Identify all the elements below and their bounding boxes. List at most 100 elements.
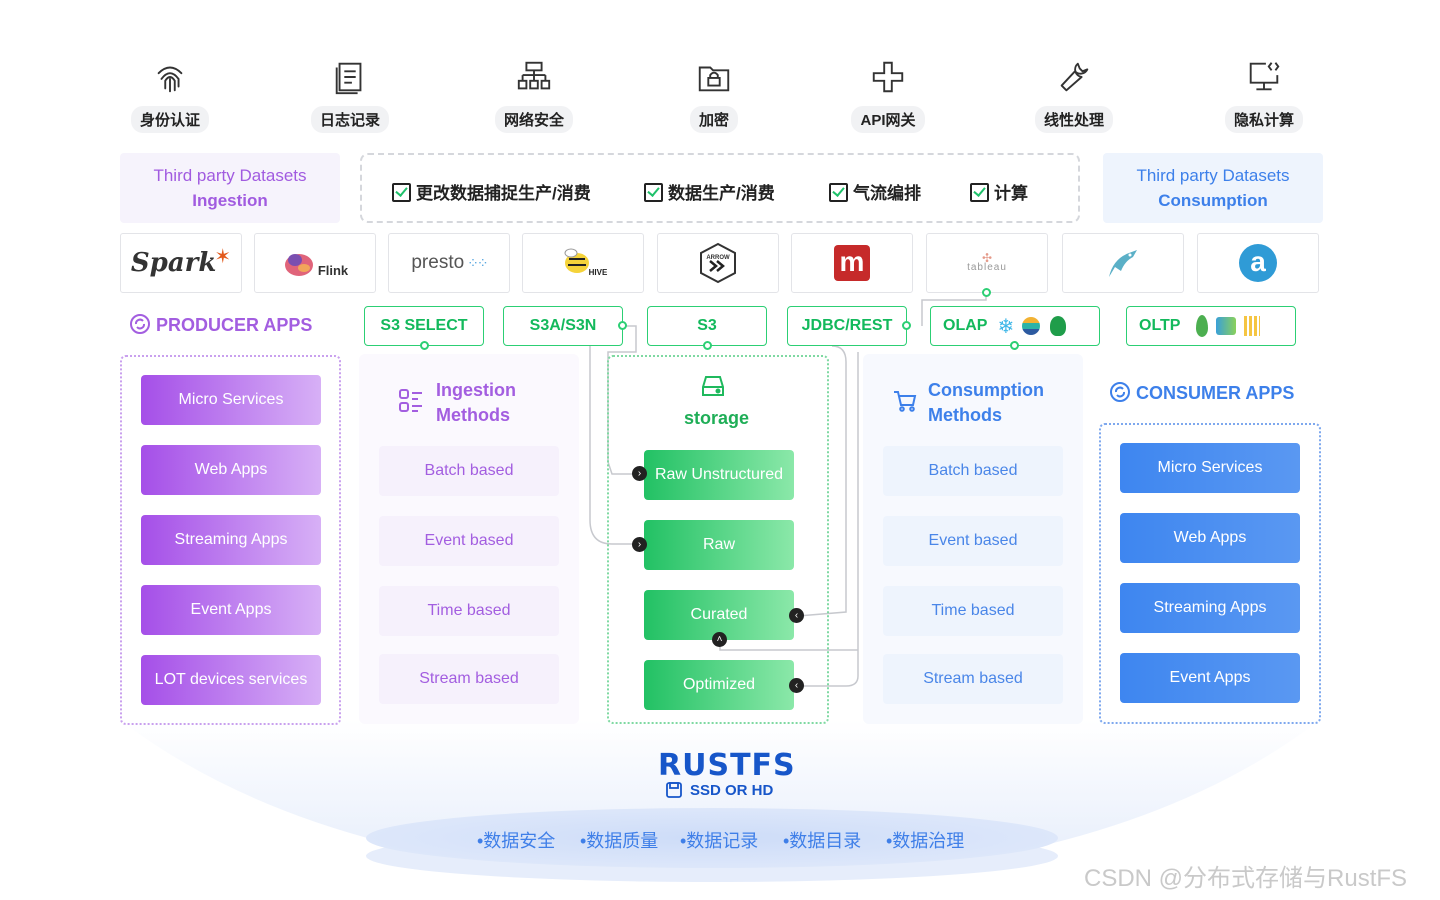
storage-group [607,355,829,724]
api-gateway-icon [872,61,904,93]
feature-privacy-computing: 隐私计算 [1214,58,1314,133]
columns-logo-icon [1244,316,1261,336]
rustfs-logo: RUSTFS [658,748,796,783]
governance-item: •数据目录 [783,831,862,851]
third-party-consumption-line1: Third party Datasets [1136,166,1290,185]
leaf-logo-icon [1050,316,1067,336]
ingestion-method[interactable]: Batch based [379,446,559,496]
disk-icon [666,782,682,798]
consumer-app[interactable]: Web Apps [1120,513,1300,563]
consumer-app[interactable]: Micro Services [1120,443,1300,493]
arrow-logo-icon [700,242,736,284]
feature-label: 日志记录 [310,106,389,133]
checkbox-icon [829,183,848,202]
log-document-icon [335,62,362,95]
dots-icon: ⁘⁘ [467,254,489,271]
ingestion-icon [399,389,422,412]
producer-app[interactable]: Web Apps [141,445,321,495]
operation-item: 气流编排 [829,179,921,204]
producer-apps-group [120,355,341,725]
feature-network: 网络安全 [484,58,584,133]
consumer-app[interactable]: Event Apps [1120,653,1300,703]
storage-tier-raw-unstructured[interactable]: Raw Unstructured [644,450,794,500]
third-party-ingestion: Third party Datasets Ingestion [120,153,340,223]
logo-spark: Spark✶ [120,233,242,293]
logo-hive: HIVE [522,233,644,293]
connector-dot [618,321,627,330]
ingestion-method[interactable]: Event based [379,516,559,566]
feature-encryption: 加密 [664,58,764,133]
checkbox-icon [644,183,663,202]
stack-logo-icon [1022,317,1041,335]
governance-item: •数据记录 [680,831,759,851]
consumption-method[interactable]: Time based [883,586,1063,636]
logo-a: a [1197,233,1319,293]
storage-tier-optimized[interactable]: Optimized [644,660,794,710]
bee-icon [564,248,589,273]
protocol-s3[interactable]: S3 [647,306,767,346]
squirrel-icon [284,254,313,276]
dolphin-icon [1109,250,1137,277]
ingestion-method[interactable]: Time based [379,586,559,636]
storage-tier-raw[interactable]: Raw [644,520,794,570]
snowflake-icon: ❄ [997,315,1015,338]
producer-app[interactable]: Micro Services [141,375,321,425]
consumption-method[interactable]: Event based [883,516,1063,566]
protocol-olap[interactable]: OLAP ❄ [930,306,1100,346]
logo-m: m [791,233,913,293]
storage-drive-icon [702,376,724,396]
mongodb-leaf-icon [1196,315,1209,337]
logo-flink: Flink [254,233,376,293]
protocol-s3-select[interactable]: S3 SELECT [364,306,484,346]
feature-label: 隐私计算 [1224,106,1303,133]
ingestion-method[interactable]: Stream based [379,654,559,704]
protocol-oltp[interactable]: OLTP [1126,306,1296,346]
checkbox-icon [392,183,411,202]
consumer-app[interactable]: Streaming Apps [1120,583,1300,633]
storage-tier-curated[interactable]: Curated [644,590,794,640]
db-logo-icon [1216,317,1237,335]
operation-item: 计算 [970,179,1028,204]
connector-dot [1010,341,1019,350]
logo-dolphin [1062,233,1184,293]
feature-label: 身份认证 [130,106,209,133]
connector-dot [902,321,911,330]
connector-dot [703,341,712,350]
protocol-s3a-s3n[interactable]: S3A/S3N [503,306,623,346]
sync-circle-icon [1110,382,1130,402]
governance-item: •数据质量 [580,831,659,851]
feature-label: API网关 [851,106,925,133]
chevron-up-icon: ˄ [712,632,727,647]
governance-item: •数据安全 [477,831,556,851]
feature-logging: 日志记录 [300,58,400,133]
privacy-compute-icon [1249,62,1280,91]
logo-tableau: ✣ tableau [926,233,1048,293]
third-party-ingestion-line2: Ingestion [192,191,268,210]
sync-circle-icon [130,314,150,334]
watermark: CSDN @分布式存储与RustFS [1084,865,1408,892]
producer-app[interactable]: Streaming Apps [141,515,321,565]
storage-title: storage [684,408,750,428]
feature-api-gateway: API网关 [838,58,938,133]
logo-arrow: ARROW [657,233,779,293]
feature-label: 网络安全 [494,106,573,133]
consumption-method[interactable]: Batch based [883,446,1063,496]
producer-app[interactable]: Event Apps [141,585,321,635]
protocol-jdbc-rest[interactable]: JDBC/REST [787,306,907,346]
chevron-right-icon: › [632,466,647,481]
producer-apps-title: PRODUCER APPS [130,314,312,336]
chevron-right-icon: › [632,537,647,552]
network-icon [517,61,551,90]
operation-item: 数据生产/消费 [644,179,775,204]
tableau-mark-icon: ✣ [981,251,993,265]
third-party-ingestion-line1: Third party Datasets [153,166,307,185]
producer-app[interactable]: LOT devices services [141,655,321,705]
operations-box: 更改数据捕捉生产/消费 数据生产/消费 气流编排 计算 [360,153,1080,223]
chevron-left-icon: ‹ [789,678,804,693]
media-label: SSD OR HD [666,782,773,799]
feature-identity: 身份认证 [120,58,220,133]
star-icon: ✶ [214,245,232,268]
consumption-method[interactable]: Stream based [883,654,1063,704]
governance-item: •数据治理 [886,831,965,851]
